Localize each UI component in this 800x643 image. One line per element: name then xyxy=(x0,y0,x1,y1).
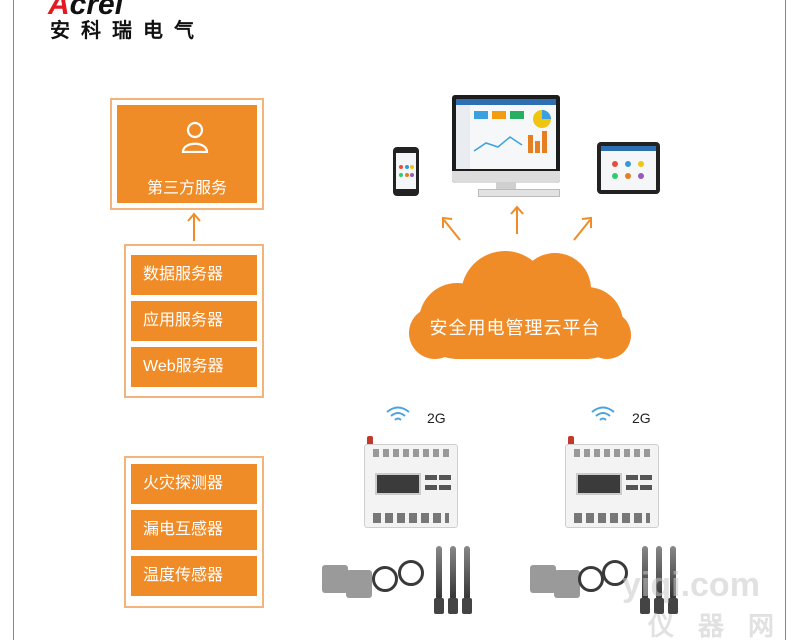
probe-tip xyxy=(434,598,444,614)
web-server-label: Web服务器 xyxy=(131,347,257,387)
tablet-screen xyxy=(601,146,656,190)
network-label-right: 2G xyxy=(632,410,651,426)
device-lcd xyxy=(375,473,421,495)
device-top-terminals xyxy=(373,449,449,457)
device-bottom-terminals xyxy=(373,513,449,523)
temperature-probe-icon xyxy=(436,546,442,600)
monitor-stand xyxy=(496,182,516,190)
probe-tip xyxy=(668,598,678,614)
antenna-icon xyxy=(568,436,574,446)
device-button xyxy=(425,475,437,480)
leakage-coil-icon xyxy=(602,560,628,586)
logo-chinese-name: 安科瑞电气 xyxy=(50,18,205,42)
device-button xyxy=(640,485,652,490)
server-stack: 数据服务器 应用服务器 Web服务器 xyxy=(124,244,264,398)
frame-line-left xyxy=(13,0,14,640)
leakage-coil-icon xyxy=(398,560,424,586)
watermark-latin: yiqi.com xyxy=(622,566,760,604)
probe-tip xyxy=(448,598,458,614)
watermark-chinese: 仪器网 xyxy=(648,612,799,642)
data-server-label: 数据服务器 xyxy=(131,255,257,295)
temperature-probe-icon xyxy=(670,546,676,600)
third-party-service-panel: 第三方服务 xyxy=(117,105,257,203)
dashboard-chart-icons xyxy=(456,99,556,169)
third-party-service-box: 第三方服务 xyxy=(110,98,264,210)
arrow-up-to-third-party xyxy=(187,212,201,241)
device-button xyxy=(425,485,437,490)
device-button xyxy=(439,485,451,490)
logo-wordmark: Acrel xyxy=(48,0,124,21)
wifi-icon xyxy=(386,406,410,421)
antenna-icon xyxy=(367,436,373,446)
device-button xyxy=(640,475,652,480)
cloud-platform-shape xyxy=(409,251,631,359)
tablet-device xyxy=(597,142,660,194)
leakage-coil-icon xyxy=(578,566,604,592)
device-top-terminals xyxy=(574,449,650,457)
keyboard xyxy=(478,189,560,197)
detector-device-left xyxy=(364,444,458,528)
monitor-dashboard-screen xyxy=(456,99,556,169)
current-transformer-icon xyxy=(554,570,580,598)
tablet-dashboard-dots xyxy=(601,146,656,179)
arrow-cloud-to-monitor xyxy=(510,205,524,234)
arrow-cloud-to-tablet xyxy=(573,216,592,241)
probe-tip xyxy=(640,598,650,614)
phone-screen xyxy=(396,153,416,189)
current-transformer-icon xyxy=(530,565,556,593)
fire-detector-label: 火灾探测器 xyxy=(131,464,257,504)
detector-device-right xyxy=(565,444,659,528)
temperature-probe-icon xyxy=(656,546,662,600)
phone-dashboard-dots xyxy=(399,165,414,177)
device-lcd xyxy=(576,473,622,495)
frame-line-right xyxy=(785,0,786,640)
smartphone-device xyxy=(393,147,419,196)
probe-tip xyxy=(654,598,664,614)
leakage-transformer-label: 漏电互感器 xyxy=(131,510,257,550)
company-logo: Acrel 安科瑞电气 xyxy=(48,0,258,44)
device-button xyxy=(626,485,638,490)
cloud-platform-label: 安全用电管理云平台 xyxy=(429,318,601,338)
wifi-icon xyxy=(591,406,615,421)
app-server-label: 应用服务器 xyxy=(131,301,257,341)
leakage-coil-icon xyxy=(372,566,398,592)
third-party-service-label: 第三方服务 xyxy=(146,180,227,197)
network-label-left: 2G xyxy=(427,410,446,426)
desktop-monitor xyxy=(452,95,560,183)
device-button xyxy=(439,475,451,480)
device-bottom-terminals xyxy=(574,513,650,523)
device-button xyxy=(626,475,638,480)
temperature-probe-icon xyxy=(450,546,456,600)
user-icon xyxy=(181,121,209,153)
current-transformer-icon xyxy=(322,565,348,593)
monitor-chin xyxy=(452,171,560,183)
temperature-probe-icon xyxy=(642,546,648,600)
temperature-sensor-label: 温度传感器 xyxy=(131,556,257,596)
temperature-probe-icon xyxy=(464,546,470,600)
arrow-cloud-to-phone xyxy=(442,216,461,241)
sensor-stack: 火灾探测器 漏电互感器 温度传感器 xyxy=(124,456,264,608)
probe-tip xyxy=(462,598,472,614)
current-transformer-icon xyxy=(346,570,372,598)
